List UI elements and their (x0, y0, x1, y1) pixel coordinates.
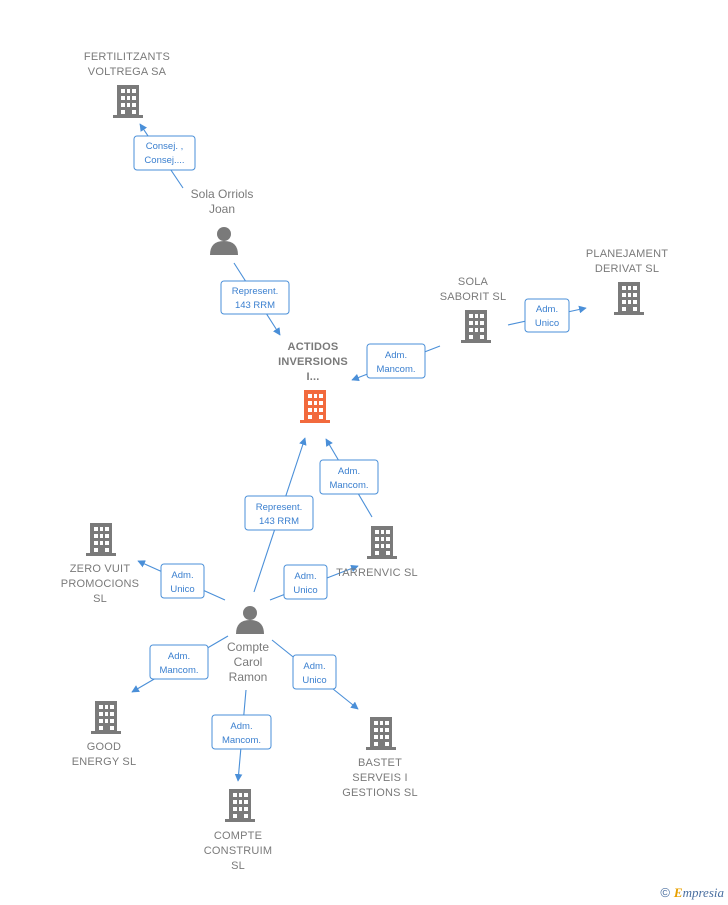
node-label: SERVEIS I (352, 772, 407, 784)
edge-label-e9[interactable]: Adm. Mancom. (149, 644, 209, 680)
edge-label-text: 143 RRM (259, 516, 299, 527)
edge-label-text: Adm. (338, 466, 360, 477)
node-fertilitzants[interactable]: FERTILITZANTS VOLTREGA SA (84, 51, 170, 118)
edge-label-text: Mancom. (376, 364, 415, 375)
building-icon (461, 310, 491, 343)
node-planejament[interactable]: PLANEJAMENT DERIVAT SL (586, 248, 668, 315)
building-icon (300, 390, 330, 423)
node-bastet[interactable]: BASTET SERVEIS I GESTIONS SL (342, 717, 418, 799)
edge-label-e6[interactable]: Adm. Mancom. (319, 459, 379, 495)
edge-label-e2[interactable]: Represent. 143 RRM (220, 280, 290, 315)
node-label: INVERSIONS (278, 356, 348, 368)
edge-label-e4[interactable]: Adm. Unico (524, 298, 570, 333)
edge-label-e5[interactable]: Represent. 143 RRM (244, 495, 314, 531)
building-icon (225, 789, 255, 822)
node-zero-vuit[interactable]: ZERO VUIT PROMOCIONS SL (61, 523, 139, 605)
node-label: PLANEJAMENT (586, 248, 668, 260)
edge-label-text: Adm. (168, 651, 190, 662)
edge-label-text: Consej. , (146, 141, 184, 152)
edge-label-text: Adm. (171, 570, 193, 581)
node-label: DERIVAT SL (595, 263, 659, 275)
node-label: GOOD (87, 741, 121, 753)
edge-label-e7[interactable]: Adm. Unico (160, 563, 205, 599)
brand-initial: E (673, 885, 683, 900)
node-label: SL (231, 860, 245, 872)
edge-label-text: Unico (302, 675, 326, 686)
node-label: SL (93, 593, 107, 605)
edge-label-e3[interactable]: Adm. Mancom. (366, 343, 426, 379)
node-good-energy[interactable]: GOOD ENERGY SL (72, 701, 137, 768)
edge-labels: Consej. , Consej.... Represent. 143 RRM … (133, 135, 570, 750)
person-icon (210, 227, 238, 255)
node-label: Sola Orriols (191, 187, 254, 201)
node-label: Joan (209, 202, 235, 216)
edge-label-text: 143 RRM (235, 300, 275, 311)
node-label: VOLTREGA SA (88, 66, 167, 78)
edge-label-text: Mancom. (159, 665, 198, 676)
node-label: Carol (234, 655, 263, 669)
node-label: TARRENVIC SL (336, 567, 418, 579)
edge-label-text: Mancom. (222, 735, 261, 746)
node-label: I... (306, 371, 319, 383)
node-label: FERTILITZANTS (84, 51, 170, 63)
node-compte-carol[interactable]: Compte Carol Ramon (227, 606, 269, 684)
node-label: BASTET (358, 757, 402, 769)
edge-label-text: Adm. (536, 304, 558, 315)
node-compte-construim[interactable]: COMPTE CONSTRUIM SL (204, 789, 272, 872)
node-label: Ramon (229, 670, 268, 684)
edge-label-e1[interactable]: Consej. , Consej.... (133, 135, 196, 171)
node-tarrenvic[interactable]: TARRENVIC SL (336, 526, 418, 579)
node-sola-saborit[interactable]: SOLA SABORIT SL (440, 276, 507, 343)
edge-label-text: Consej.... (144, 155, 184, 166)
edge-label-text: Mancom. (329, 480, 368, 491)
edge-label-text: Adm. (385, 350, 407, 361)
edge-label-text: Adm. (230, 721, 252, 732)
building-icon (86, 523, 116, 556)
building-icon (91, 701, 121, 734)
edge-label-text: Represent. (232, 286, 278, 297)
node-label: ZERO VUIT (70, 563, 131, 575)
edge-label-text: Adm. (303, 661, 325, 672)
node-label: CONSTRUIM (204, 845, 272, 857)
node-label: PROMOCIONS (61, 578, 139, 590)
node-label: GESTIONS SL (342, 787, 418, 799)
node-label: COMPTE (214, 830, 262, 842)
edge-label-text: Unico (170, 584, 194, 595)
edge-label-e10[interactable]: Adm. Unico (292, 654, 337, 690)
edge-label-text: Represent. (256, 502, 302, 513)
building-icon (367, 526, 397, 559)
node-actidos[interactable]: ACTIDOS INVERSIONS I... (278, 341, 348, 423)
building-icon (113, 85, 143, 118)
node-label: ENERGY SL (72, 756, 137, 768)
edge-label-e11[interactable]: Adm. Mancom. (211, 714, 272, 750)
edge-label-text: Adm. (294, 571, 316, 582)
node-label: Compte (227, 640, 269, 654)
person-icon (236, 606, 264, 634)
copyright-icon: © (660, 885, 670, 900)
node-label: SOLA (458, 276, 489, 288)
edge-label-e8[interactable]: Adm. Unico (283, 564, 328, 600)
edges (131, 123, 587, 782)
node-label: SABORIT SL (440, 291, 507, 303)
edge-label-text: Unico (293, 585, 317, 596)
brand-name: mpresia (682, 885, 724, 900)
building-icon (366, 717, 396, 750)
edge-label-text: Unico (535, 318, 559, 329)
brand-footer: ©Empresia (660, 885, 724, 901)
node-sola-orriols[interactable]: Sola Orriols Joan (191, 187, 254, 255)
node-label: ACTIDOS (288, 341, 339, 353)
building-icon (614, 282, 644, 315)
